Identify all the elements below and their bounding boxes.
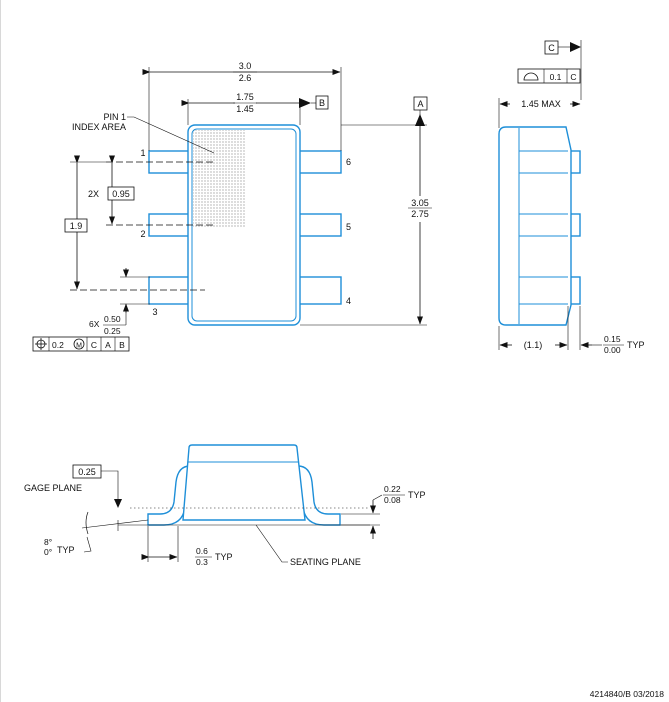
angle-suffix: TYP (57, 545, 75, 555)
flatness-frame: 0.1 C (517, 68, 581, 84)
lead-pin-5 (295, 213, 342, 237)
angle-leader (83, 536, 92, 553)
standoff-suffix: TYP (627, 340, 645, 350)
lead-width-prefix: 6X (89, 319, 100, 329)
span-box (64, 218, 88, 233)
document-id: 4214840/B 03/2018 (590, 689, 664, 699)
detail-body (182, 444, 306, 521)
datum-c-box (544, 40, 559, 55)
overall-width-min: 2.6 (239, 73, 252, 83)
lead-pin-6 (295, 150, 342, 174)
pin-number-5: 5 (346, 222, 351, 232)
body-width-max: 1.75 (236, 92, 254, 102)
pin-number-3: 3 (152, 307, 157, 317)
lead-length-suffix: TYP (215, 552, 233, 562)
pitch-prefix: 2X (88, 189, 99, 199)
gage-arrow (114, 499, 122, 508)
flatness-datum: C (570, 72, 576, 82)
standoff-max: 0.15 (604, 334, 621, 344)
position-icon (35, 338, 47, 350)
mmc-modifier-icon (73, 338, 85, 350)
mmc-modifier-letter: M (76, 343, 82, 350)
top-view: 3.0 2.6 B 1.75 1.45 A 3.05 2.75 PIN 1 IN… (32, 61, 432, 352)
position-tolerance-value: 0.2 (52, 340, 64, 350)
lead-pin-3 (148, 276, 195, 305)
pin1-leader (127, 116, 215, 154)
standoff-ref: (1.1) (524, 340, 543, 350)
pitch-box (107, 186, 135, 201)
thickness-max: 0.22 (384, 484, 401, 494)
datum-b-box (315, 95, 329, 110)
angle-max: 8° (44, 537, 52, 547)
pin-number-4: 4 (346, 296, 351, 306)
pin1-index-area (193, 130, 246, 228)
lead-width-max: 0.50 (104, 314, 121, 324)
lead-width-min: 0.25 (104, 326, 121, 336)
overall-length-max: 3.05 (411, 198, 429, 208)
lead-length-min: 0.3 (196, 557, 208, 567)
standoff-min: 0.00 (604, 345, 621, 355)
detail-view: 0.25 GAGE PLANE SEATING PLANE 8° 0° TYP … (24, 444, 426, 567)
thickness-leader (372, 494, 383, 501)
span-value: 1.9 (70, 221, 83, 231)
seating-label: SEATING PLANE (290, 557, 361, 567)
position-datum-3: B (119, 340, 125, 350)
pin1-label-line2: INDEX AREA (72, 122, 126, 132)
pin-number-6: 6 (346, 157, 351, 167)
datum-c-label: C (548, 43, 555, 53)
datum-a-arrow (415, 114, 425, 126)
datum-c-arrow (570, 42, 581, 52)
side-body (498, 126, 572, 326)
lead-pin-4 (295, 276, 342, 305)
datum-b-label: B (319, 98, 325, 108)
profile-surface-icon (523, 72, 539, 81)
datum-a-box (413, 96, 428, 111)
datum-a-label: A (417, 99, 423, 109)
overall-length-min: 2.75 (411, 209, 429, 219)
gage-value: 0.25 (78, 467, 96, 477)
flatness-value: 0.1 (550, 72, 562, 82)
gage-box (72, 464, 102, 479)
position-datum-1: C (91, 340, 97, 350)
thickness-min: 0.08 (384, 495, 401, 505)
gage-label: GAGE PLANE (24, 483, 82, 493)
page-border (0, 0, 1, 702)
angle-arc (85, 511, 89, 535)
angle-min: 0° (44, 547, 52, 557)
body-width-min: 1.45 (236, 104, 254, 114)
overall-width-max: 3.0 (239, 61, 252, 71)
height-max: 1.45 MAX (521, 99, 561, 109)
pin1-label-line1: PIN 1 (103, 112, 126, 122)
pin-number-2: 2 (140, 229, 145, 239)
pin-number-1: 1 (140, 148, 145, 158)
position-datum-2: A (105, 340, 111, 350)
lead-length-max: 0.6 (196, 546, 208, 556)
gage-leader (101, 470, 119, 500)
datum-b-arrow (299, 98, 311, 108)
position-tolerance-frame: 0.2 M C A B (32, 336, 130, 352)
seating-leader (255, 524, 288, 563)
pitch-value: 0.95 (112, 189, 130, 199)
side-view: C 0.1 C 1.45 MAX (498, 40, 645, 355)
angle-line (81, 519, 149, 529)
thickness-suffix: TYP (408, 490, 426, 500)
